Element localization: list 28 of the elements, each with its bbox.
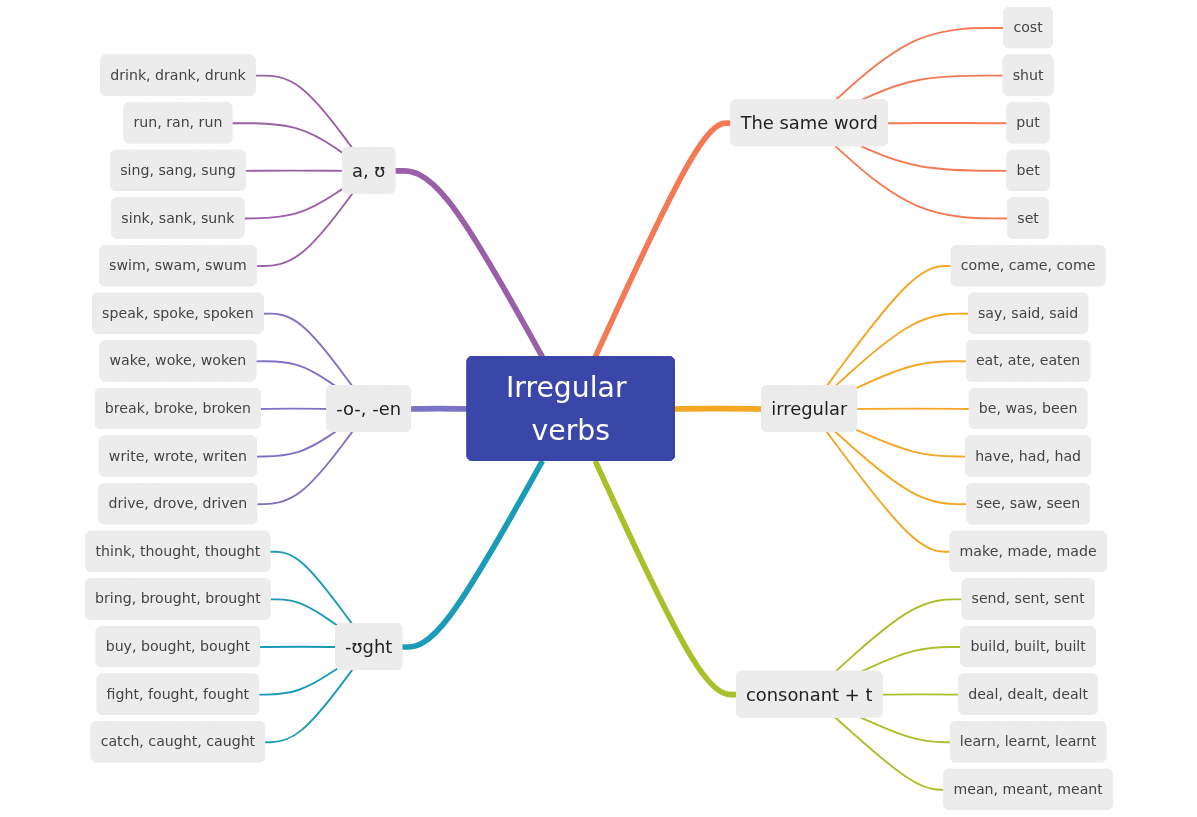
connector [255,430,353,506]
connector [244,169,344,172]
connector [254,74,353,149]
connector [859,716,952,744]
connector [257,667,338,696]
connector [592,459,737,698]
connector [854,360,968,390]
connector [259,407,328,410]
connector [243,187,344,220]
connector [859,646,962,673]
connector [833,312,970,388]
connector [886,122,1008,125]
connector [410,405,468,412]
connector [268,550,353,626]
connector [230,122,344,155]
connector [854,428,967,458]
connector [255,192,353,268]
connector [401,459,545,650]
connector [881,693,960,696]
connector [833,430,968,506]
connector [833,716,945,791]
connector [674,405,762,412]
connector [254,360,336,388]
connector [258,645,337,648]
connector [269,598,338,627]
connector [833,145,1009,220]
connector [263,668,353,744]
connector [255,430,336,458]
